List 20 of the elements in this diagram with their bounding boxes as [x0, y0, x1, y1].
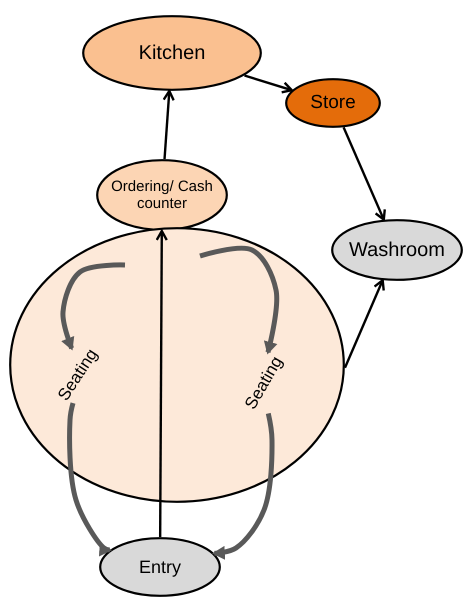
curved-arrow — [212, 412, 275, 560]
curved-arrow — [67, 402, 112, 556]
arrow — [342, 126, 386, 221]
arrow — [344, 279, 385, 368]
ellipse-node — [96, 159, 228, 231]
arrow — [162, 90, 175, 160]
arrow — [244, 74, 293, 94]
curved-arrow — [199, 246, 280, 355]
node-label: Store — [310, 92, 356, 114]
ellipse-node — [99, 537, 221, 597]
ellipse-area — [9, 227, 345, 503]
ellipse-node — [331, 219, 463, 281]
node-label: Ordering/ Cash counter — [110, 178, 214, 212]
ellipse-node — [285, 78, 381, 128]
node-label: Kitchen — [138, 42, 206, 64]
node-label: Washroom — [349, 238, 445, 262]
node-label: Entry — [138, 556, 181, 578]
curved-arrow — [60, 262, 126, 350]
arrow — [156, 230, 168, 537]
ellipse-node — [82, 15, 262, 91]
